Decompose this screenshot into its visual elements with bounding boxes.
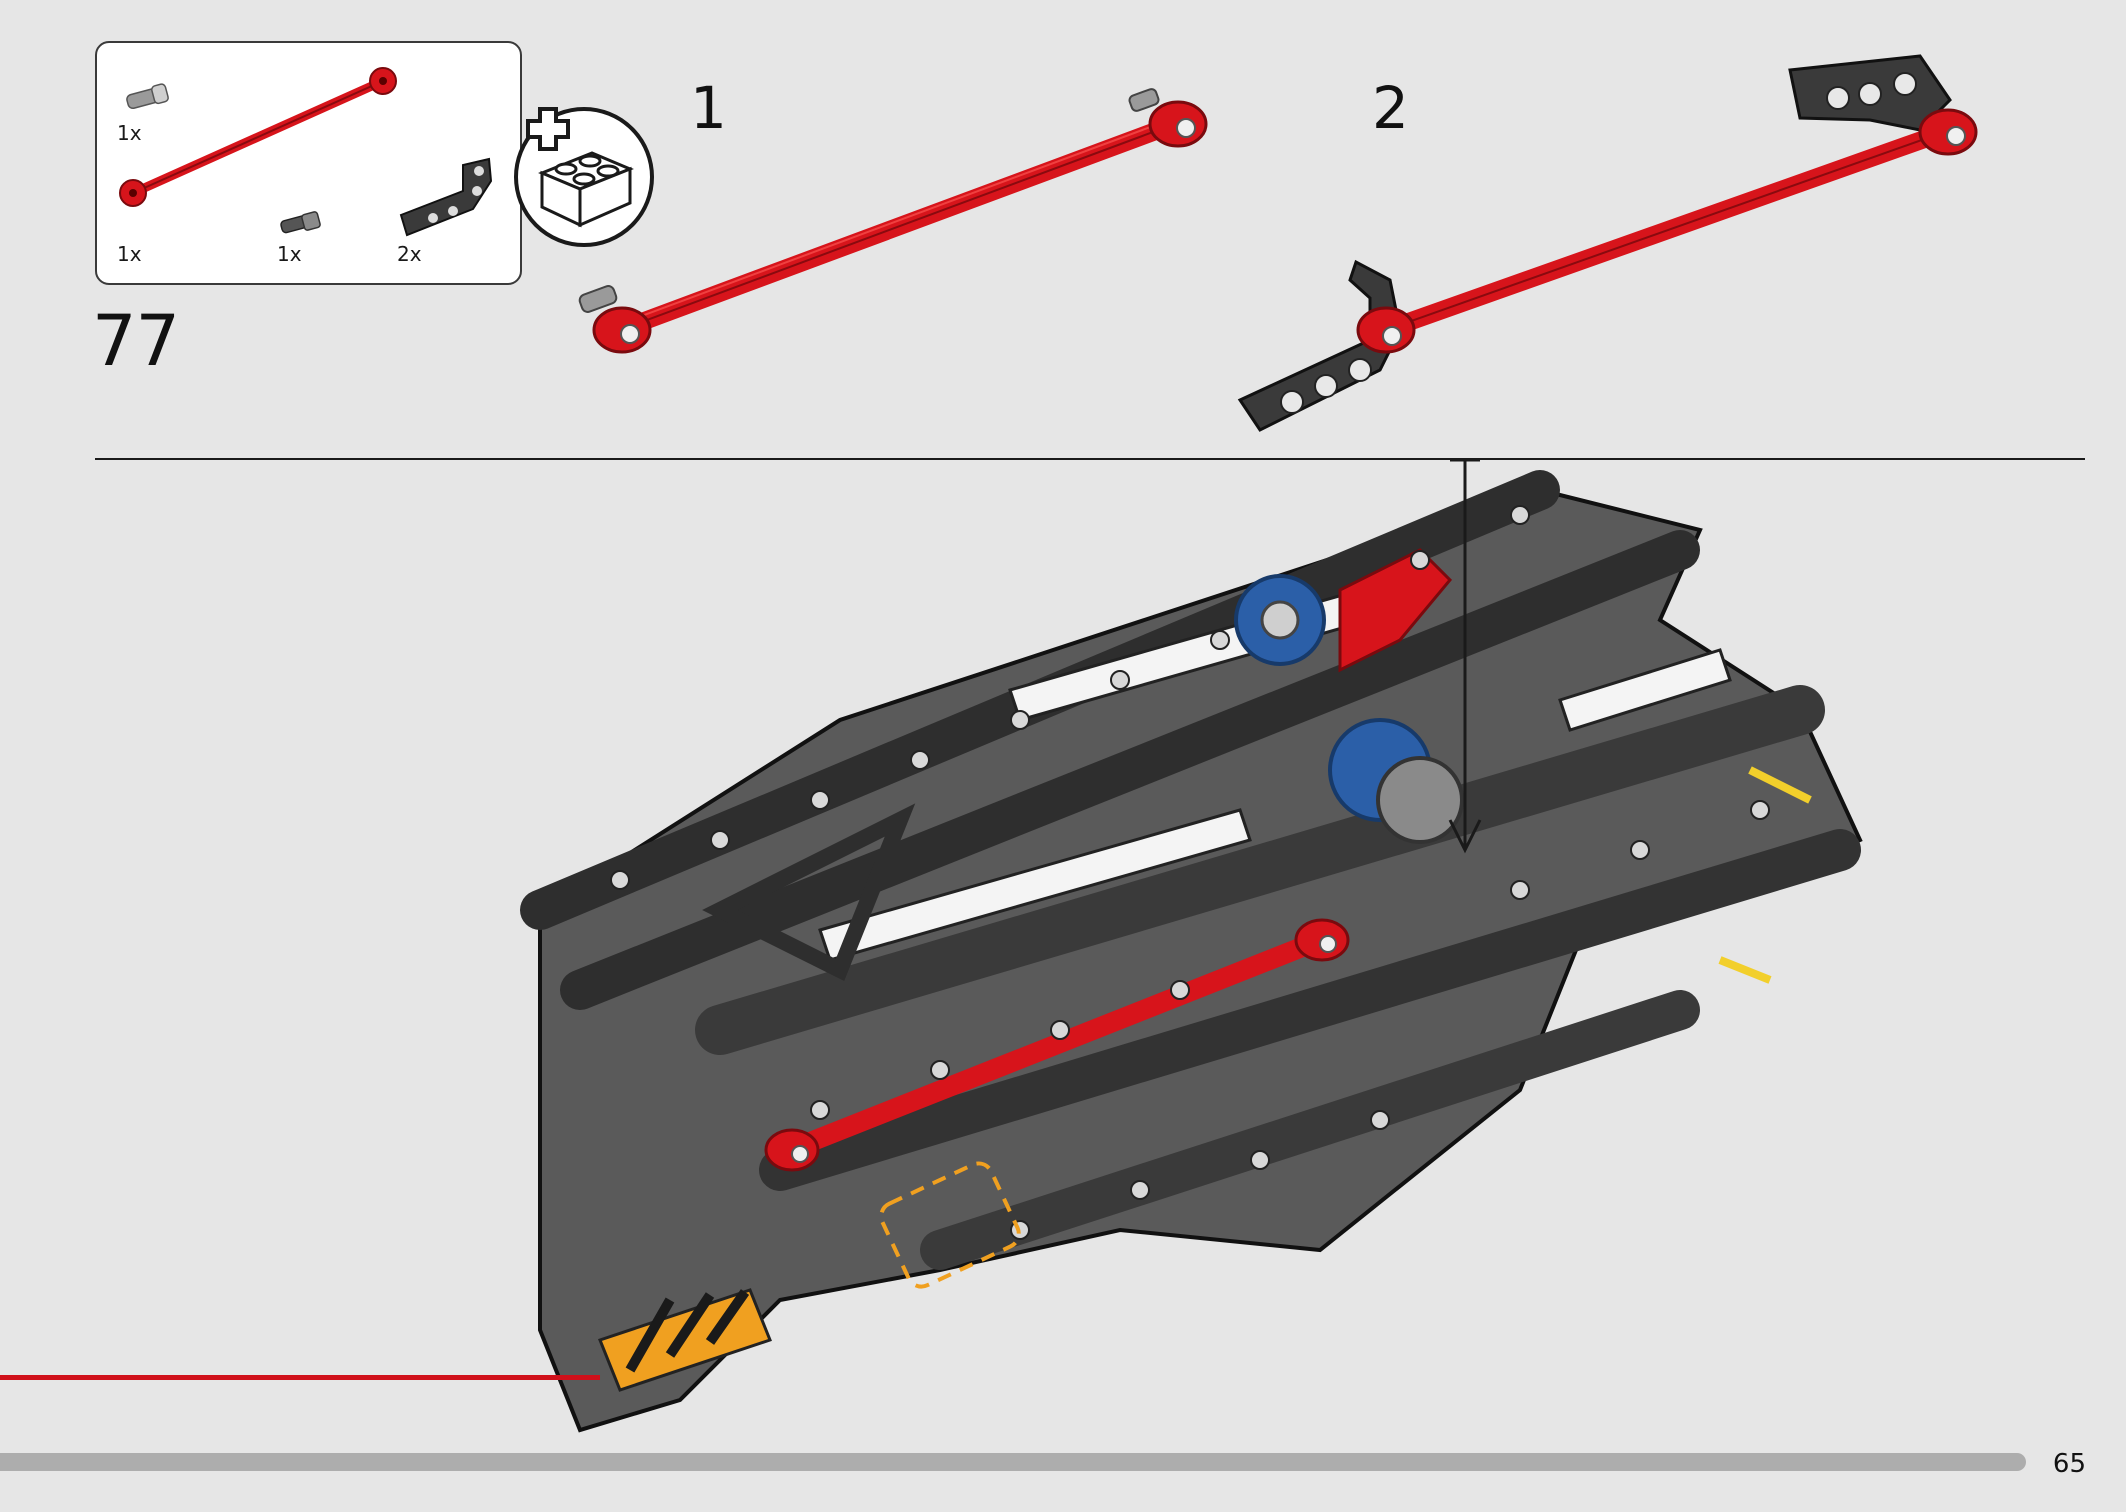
qty-link-rod: 1x (117, 242, 142, 266)
red-link-icon (119, 67, 397, 207)
axle-pin-icon (280, 211, 321, 234)
page-progress-bar (0, 1453, 2026, 1471)
substep-1-illustration (578, 88, 1208, 354)
qty-axle-pin: 1x (277, 242, 302, 266)
add-brick-icon (514, 107, 654, 247)
page-number: 65 (2052, 1449, 2086, 1479)
section-divider (95, 458, 2085, 460)
qty-pin: 1x (117, 121, 142, 145)
substep-2-illustration (1237, 54, 1978, 432)
step-number: 77 (92, 300, 180, 382)
angled-beam-icon (399, 157, 493, 237)
qty-angled-beam: 2x (397, 242, 422, 266)
main-assembly-illustration (520, 458, 1863, 1433)
parts-list-box: 1x 1x 1x 2x (95, 41, 522, 285)
progress-red-line (0, 1375, 600, 1380)
substep-2-number: 2 (1372, 74, 1409, 142)
pin-icon (126, 83, 169, 110)
substep-1-number: 1 (690, 74, 727, 142)
